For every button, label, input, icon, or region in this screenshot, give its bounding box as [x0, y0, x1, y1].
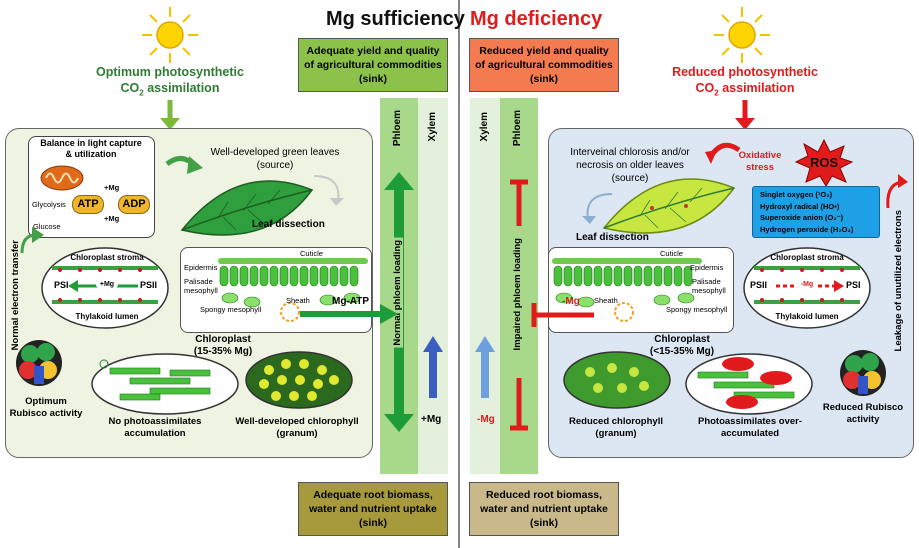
- xylem-up-arrow-icon-right: [475, 336, 495, 398]
- sheath-label-right: Sheath: [594, 296, 618, 305]
- mitochondrion-icon: [40, 165, 84, 191]
- palisade-label-left: Palisade mesophyll: [184, 277, 218, 295]
- down-arrow-icon-left: [160, 100, 180, 130]
- curved-arrow-icon-left: [165, 156, 203, 174]
- no-photoassimilates-ellipse: [91, 353, 239, 415]
- chlorotic-leaf-icon: [602, 178, 736, 234]
- xylem-plus-mg-label: +Mg: [421, 414, 442, 425]
- spongy-label-right: Spongy mesophyll: [666, 305, 728, 314]
- plus-mg-b: +Mg: [104, 214, 120, 223]
- mg-deficiency-heading: Mg deficiency: [470, 8, 603, 30]
- xylem-strip-right: [470, 98, 500, 474]
- optimum-photosynthesis-label: Optimum photosynthetic CO2 assimilation: [96, 65, 244, 98]
- photoassimilates-ellipse: [685, 353, 813, 415]
- xylem-label-right: Xylem: [479, 112, 490, 142]
- epidermis-label-right: Epidermis: [690, 263, 724, 272]
- ros-item: Singlet oxygen (¹O₂): [760, 190, 833, 199]
- granum-ellipse-right: [563, 351, 671, 409]
- palisade-label-right: Palisade mesophyll: [692, 277, 726, 295]
- reduced-root-box: Reduced root biomass, water and nutrient…: [469, 482, 619, 536]
- impaired-phloem-loading-label: Impaired phloem loading: [512, 238, 523, 351]
- leakage-electrons-label: Leakage of unutilized electrons: [893, 210, 904, 352]
- leaf-dissection-label-left: Leaf dissection: [252, 219, 325, 230]
- plus-mg-a: +Mg: [104, 183, 120, 192]
- mg-sufficiency-heading: Mg sufficiency: [326, 8, 465, 30]
- epidermis-label-left: Epidermis: [184, 263, 218, 272]
- cuticle-label-left: Cuticle: [300, 249, 323, 258]
- mg-atp-label: Mg-ATP: [332, 296, 370, 307]
- atp-badge: ATP: [72, 195, 104, 214]
- curved-arrow-icon-up-left: [20, 227, 44, 254]
- ros-list-box: [752, 186, 880, 238]
- psi-label-left: PSI: [54, 280, 69, 290]
- psii-label-left: PSII: [140, 280, 158, 290]
- reduced-photosynthesis-label: Reduced photosynthetic CO2 assimilation: [672, 65, 818, 98]
- psii-label-right: PSII: [750, 280, 768, 290]
- rubisco-icon-right: [840, 350, 886, 396]
- interveinal-chlorosis-label: Interveinal chlorosis and/or necrosis on…: [570, 147, 690, 184]
- psi-label-right: PSI: [846, 280, 861, 290]
- minus-mg-block-icon: [531, 303, 594, 327]
- mg-atp-arrow-icon: [300, 304, 398, 324]
- mg-tag-right: -Mg: [796, 281, 818, 288]
- adp-badge: ADP: [118, 195, 150, 214]
- xylem-strip-left: [418, 98, 448, 474]
- stroma-label-right: Chloroplast stroma: [770, 253, 844, 262]
- normal-electron-transfer-label: Normal electron transfer: [10, 240, 21, 351]
- sun-icon-left: [142, 7, 198, 63]
- dissection-arrow-icon-right: [582, 193, 613, 224]
- leaf-dissection-label-right: Leaf dissection: [576, 232, 649, 243]
- green-leaf-icon: [180, 180, 314, 236]
- glycolysis-label: Glycolysis: [32, 200, 66, 209]
- minus-mg-label: -Mg: [562, 296, 580, 307]
- rubisco-icon-left: [16, 340, 62, 386]
- mesophyll-cells-icon-right: [552, 258, 702, 322]
- thylakoid-label-right: Thylakoid lumen: [775, 312, 839, 321]
- dissection-arrow-icon-left: [313, 175, 344, 206]
- reduced-rubisco-label: Reduced Rubisco activity: [822, 402, 904, 425]
- balance-label: Balance in light capture & utilization: [40, 138, 142, 159]
- ros-label: ROS: [810, 155, 839, 170]
- down-arrow-icon-right: [735, 100, 755, 130]
- chloroplast-label-right: Chloroplast (<15-35% Mg): [649, 334, 715, 357]
- well-developed-chlorophyll-label: Well-developed chlorophyll (granum): [235, 416, 359, 439]
- adequate-root-box: Adequate root biomass, water and nutrien…: [298, 482, 448, 536]
- phloem-label-right: Phloem: [512, 110, 523, 147]
- adequate-yield-box: Adequate yield and quality of agricultur…: [298, 38, 448, 92]
- center-divider: [458, 0, 460, 548]
- spongy-label-left: Spongy mesophyll: [200, 305, 262, 314]
- cuticle-label-right: Cuticle: [660, 249, 683, 258]
- xylem-label-left: Xylem: [427, 112, 438, 142]
- impaired-phloem-bar-icon: [510, 179, 528, 431]
- photoassimilates-over-label: Photoassimilates over-accumulated: [697, 416, 802, 439]
- optimum-rubisco-label: Optimum Rubisco activity: [9, 396, 83, 419]
- phloem-label-left: Phloem: [392, 110, 403, 147]
- granum-ellipse-left: [245, 351, 353, 409]
- ros-item: Superoxide anion (O₂⁻): [760, 213, 844, 222]
- mg-tag-left: +Mg: [96, 281, 118, 288]
- normal-phloem-loading-label: Normal phloem loading: [392, 238, 403, 348]
- leakage-arrow-icon: [886, 174, 908, 209]
- oxidative-stress-label: Oxidative stress: [738, 150, 782, 173]
- reduced-chlorophyll-label: Reduced chlorophyll (granum): [569, 416, 663, 439]
- xylem-minus-mg-label: -Mg: [477, 414, 495, 425]
- ros-item: Hydroxyl radical (HO•): [760, 201, 840, 211]
- well-developed-leaves-label: Well-developed green leaves (source): [210, 147, 340, 171]
- ros-list: Singlet oxygen (¹O₂) Hydroxyl radical (H…: [760, 189, 880, 235]
- glucose-label: Glucose: [33, 222, 61, 231]
- stroma-label-left: Chloroplast stroma: [70, 253, 144, 262]
- ros-item: Hydrogen peroxide (H₂O₂): [760, 224, 854, 234]
- oxidative-curve-arrow-icon: [705, 142, 741, 164]
- mesophyll-cells-icon-left: [218, 258, 368, 322]
- sheath-label-left: Sheath: [286, 296, 310, 305]
- chloroplast-label-left: Chloroplast (15-35% Mg): [193, 334, 253, 357]
- sun-icon-right: [714, 7, 770, 63]
- thylakoid-label-left: Thylakoid lumen: [75, 312, 139, 321]
- reduced-yield-box: Reduced yield and quality of agricultura…: [469, 38, 619, 92]
- chloroplast-stroma-ellipse-right: [743, 247, 871, 329]
- no-photoassimilates-label: No photoassimilates accumulation: [108, 416, 202, 439]
- xylem-up-arrow-icon-left: [423, 336, 443, 398]
